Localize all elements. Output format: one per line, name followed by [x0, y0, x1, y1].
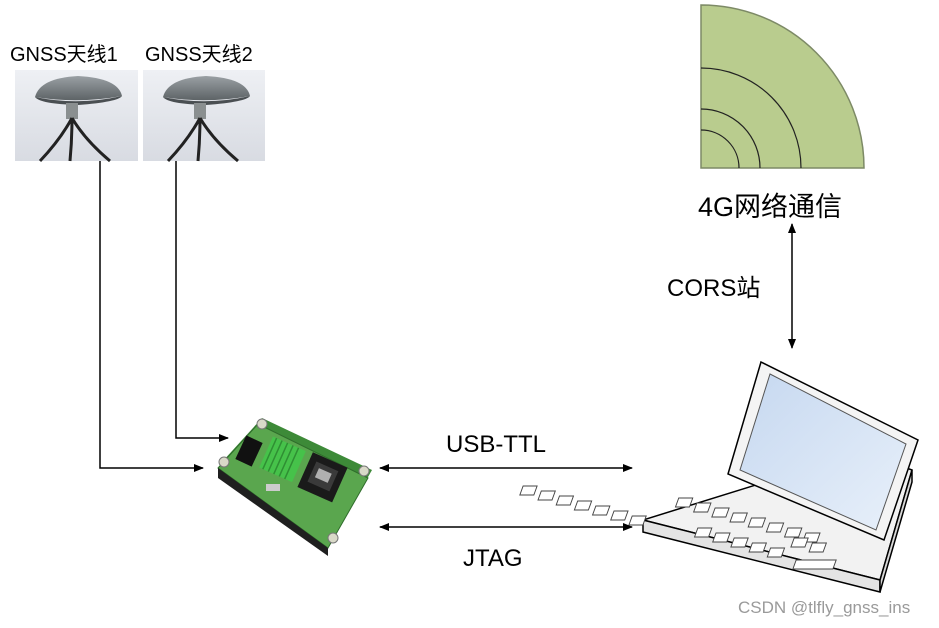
- cors-label: CORS站: [667, 275, 761, 302]
- antenna-2-cable: [175, 161, 229, 442]
- jtag-label: JTAG: [463, 545, 523, 572]
- antenna-1-cable: [99, 161, 204, 472]
- watermark-text: CSDN @tlfly_gnss_ins: [738, 598, 911, 617]
- antenna-1-photo: [15, 70, 138, 163]
- antenna-1-label: GNSS天线1: [10, 44, 118, 66]
- signal-wave-icon: [700, 4, 865, 169]
- usb-ttl-label: USB-TTL: [446, 431, 547, 458]
- laptop-icon: [519, 360, 919, 593]
- circuit-board-photo: [217, 418, 372, 556]
- antenna-2-label: GNSS天线2: [145, 44, 253, 66]
- antenna-2-photo: [143, 70, 265, 163]
- network-label: 4G网络通信: [698, 192, 843, 222]
